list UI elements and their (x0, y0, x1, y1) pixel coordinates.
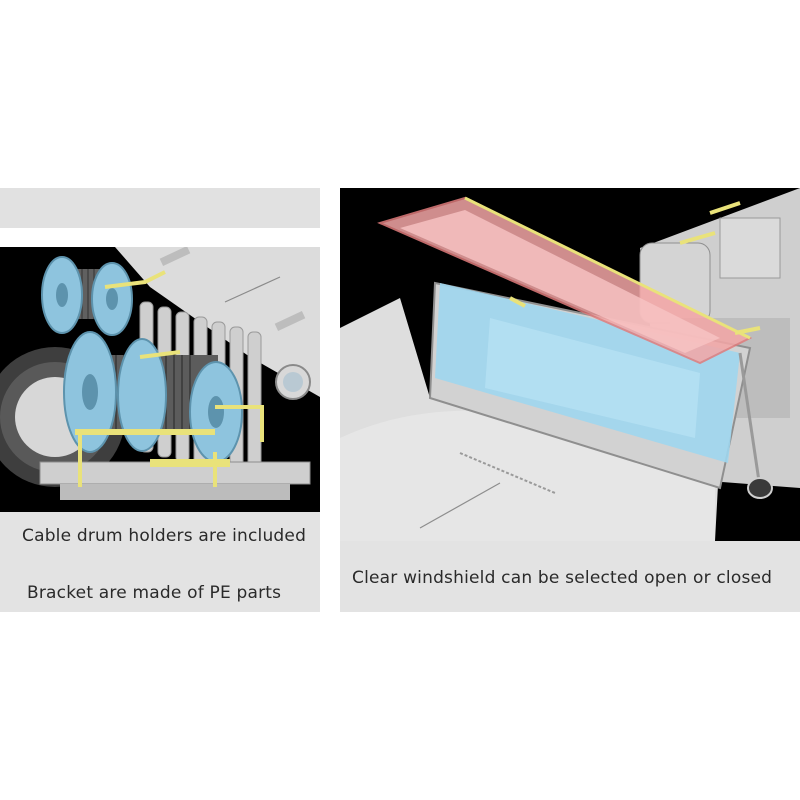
windshield-render (340, 188, 800, 541)
left-top-strip (0, 188, 320, 228)
cable-drum-render (0, 247, 320, 512)
right-panel: Clear windshield can be selected open or… (340, 188, 800, 612)
bracket-caption: Bracket are made of PE parts (27, 583, 282, 603)
left-panel: Cable drum holders are included Bracket … (0, 247, 320, 612)
windshield-caption: Clear windshield can be selected open or… (352, 568, 773, 588)
cable-drum-caption: Cable drum holders are included (22, 526, 307, 546)
